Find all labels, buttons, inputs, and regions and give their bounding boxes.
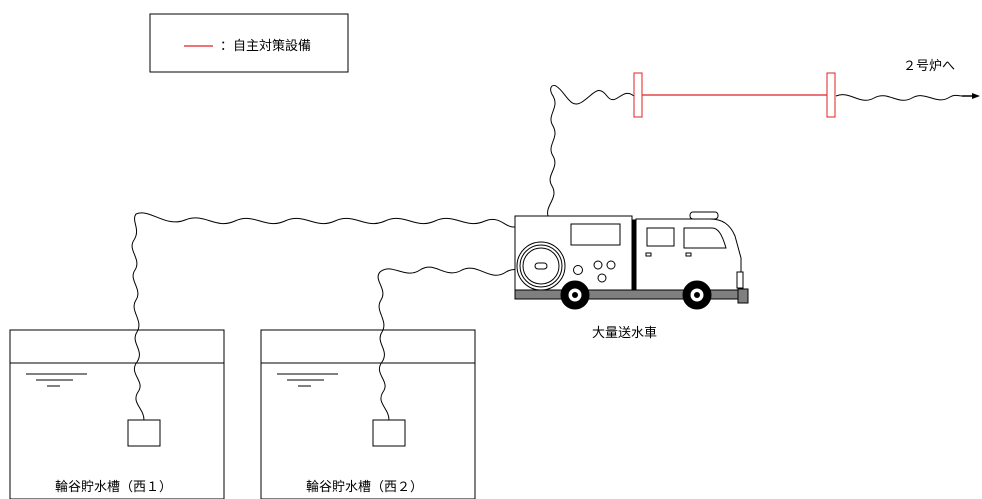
- tank-2-label: 輪谷貯水槽（西２）: [306, 479, 423, 495]
- tank-1-body: [9, 363, 225, 499]
- hose-reel-inner: [522, 247, 560, 285]
- red-connector-left: [633, 72, 643, 118]
- legend-label: ：自主対策設備: [220, 38, 311, 54]
- front-wheel: [682, 280, 712, 310]
- arrow-to-unit-2: [962, 93, 980, 99]
- large-water-supply-truck: [514, 211, 749, 310]
- hose-reel-mid: [519, 244, 563, 288]
- legend: ：自主対策設備: [149, 13, 349, 73]
- bumper-light: [736, 271, 744, 289]
- tank-west-2: 輪谷貯水槽（西２）: [260, 329, 476, 499]
- self-measure-equipment: [633, 72, 836, 118]
- truck-rear-window: [570, 223, 621, 246]
- legend-box: [149, 13, 349, 73]
- suction-strainer: [127, 419, 161, 447]
- control-knob: [597, 273, 607, 283]
- hose-to-unit-2: [835, 94, 963, 101]
- tank-west-1: 輪谷貯水槽（西１）: [9, 329, 225, 499]
- tank-1-label: 輪谷貯水槽（西１）: [55, 479, 172, 495]
- truck-divider: [631, 219, 637, 291]
- hose-reel-hub: [534, 262, 548, 270]
- red-connector-right: [826, 72, 836, 118]
- tank-2-body: [260, 363, 476, 499]
- rear-wheel: [560, 280, 590, 310]
- suction-strainer: [372, 419, 406, 447]
- control-knob: [573, 265, 583, 275]
- tank-1-top: [9, 329, 225, 364]
- cab-marker: [685, 252, 692, 257]
- front-bumper: [737, 288, 749, 304]
- cab-roof-light: [689, 211, 719, 220]
- control-knob: [593, 260, 603, 270]
- truck-label: 大量送水車: [592, 326, 657, 341]
- suction-hose-tank-2: [377, 266, 536, 421]
- destination-label: ２号炉へ: [903, 59, 955, 74]
- cab-windshield: [683, 227, 727, 249]
- suction-hose-tank-1: [131, 212, 516, 421]
- control-knob: [606, 260, 616, 270]
- cab-side-window: [646, 227, 675, 247]
- tank-2-top: [260, 329, 476, 364]
- cab-marker: [645, 252, 652, 257]
- discharge-hose: [547, 85, 635, 217]
